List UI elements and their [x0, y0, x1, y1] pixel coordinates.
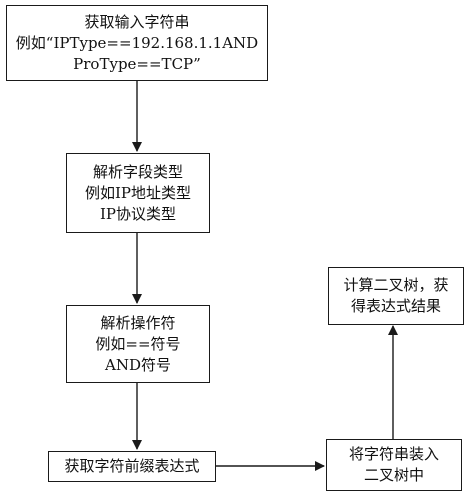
node-compute-binary-tree-line-1: 计算二叉树，获 [343, 276, 449, 294]
node-get-input-string-line-1: 获取输入字符串 [84, 12, 190, 31]
node-parse-field-type-line-2: 例如IP地址类型 [84, 183, 192, 202]
node-load-binary-tree: 将字符串装入 二叉树中 [326, 439, 462, 491]
node-get-input-string-line-2: 例如“IPType==192.168.1.1AND [15, 33, 259, 52]
node-parse-operator-line-2: 例如==符号 [95, 334, 181, 353]
node-load-binary-tree-line-2: 二叉树中 [363, 466, 424, 484]
node-get-prefix-expression: 获取字符前缀表达式 [48, 451, 216, 482]
node-get-input-string-line-3: ProType==TCP” [73, 54, 201, 73]
node-parse-operator-line-3: AND符号 [105, 355, 171, 374]
node-parse-operator-line-1: 解析操作符 [100, 313, 176, 332]
node-parse-field-type: 解析字段类型 例如IP地址类型 IP协议类型 [66, 153, 210, 233]
node-load-binary-tree-line-1: 将字符串装入 [348, 445, 439, 463]
node-compute-binary-tree: 计算二叉树，获 得表达式结果 [328, 267, 464, 325]
node-compute-binary-tree-line-2: 得表达式结果 [350, 297, 441, 315]
node-parse-field-type-line-1: 解析字段类型 [92, 162, 183, 181]
node-parse-operator: 解析操作符 例如==符号 AND符号 [66, 305, 210, 383]
node-get-input-string: 获取输入字符串 例如“IPType==192.168.1.1AND ProTyp… [6, 5, 268, 81]
node-parse-field-type-line-3: IP协议类型 [99, 204, 177, 223]
node-get-prefix-expression-line-1: 获取字符前缀表达式 [64, 457, 200, 475]
